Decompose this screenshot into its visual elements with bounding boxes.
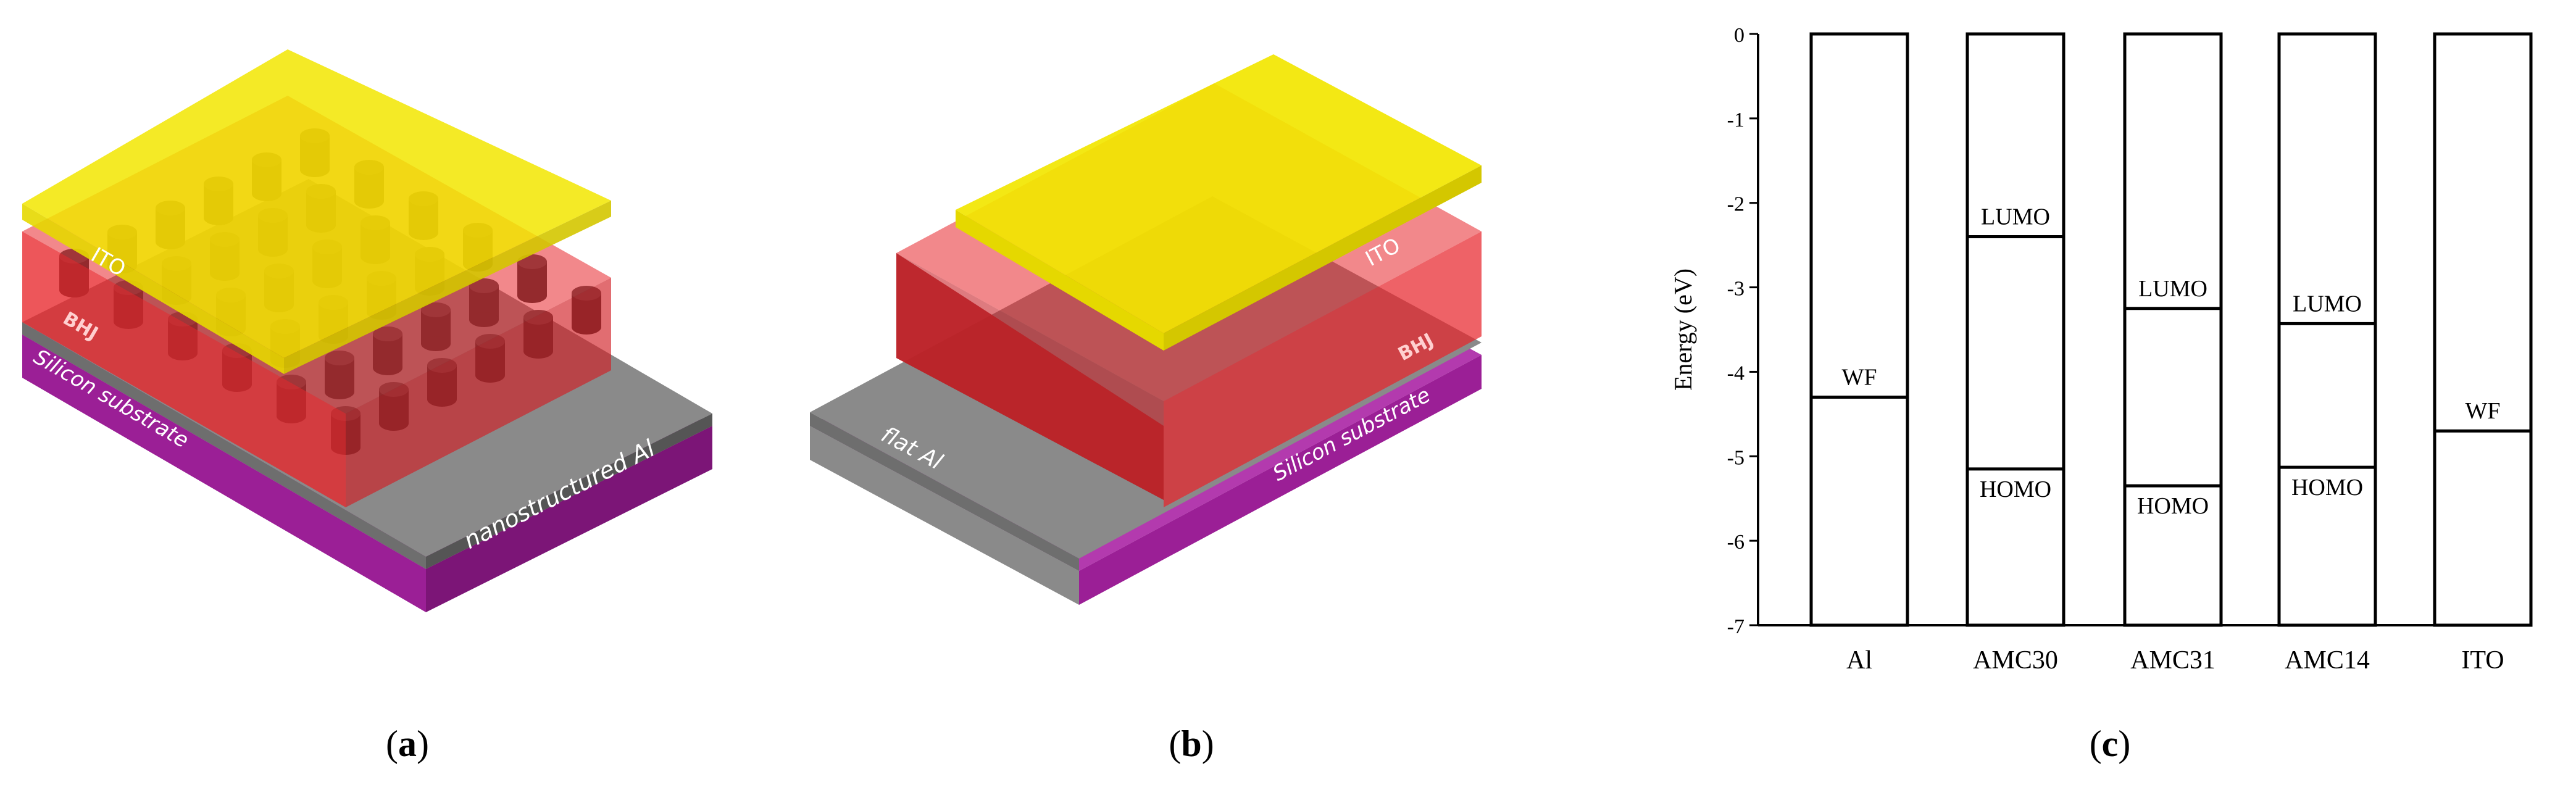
energy-level-label: LUMO bbox=[1981, 204, 2050, 230]
x-tick-label: ITO bbox=[2461, 646, 2504, 675]
substrate-right-b bbox=[1079, 355, 1482, 605]
aluminium-left-a bbox=[22, 322, 426, 569]
panel-a-letter: a bbox=[398, 723, 417, 764]
panel-a-device-nanostructured: ITO BHJ Silicon substrate nanostructured… bbox=[22, 49, 712, 612]
y-tick-label: -7 bbox=[1727, 615, 1744, 638]
energy-level-label: LUMO bbox=[2138, 276, 2207, 302]
x-tick-label: AMC31 bbox=[2130, 646, 2215, 675]
ito-right-b bbox=[1164, 165, 1482, 351]
aluminium-left-b bbox=[810, 412, 1079, 571]
material-column-box bbox=[2123, 32, 2223, 627]
bhj-right-a bbox=[346, 278, 611, 507]
ito-right-a bbox=[284, 201, 611, 374]
bhj-left-b bbox=[896, 253, 1164, 500]
x-tick-label: AMC14 bbox=[2285, 646, 2370, 675]
material-column-box bbox=[1965, 32, 2065, 627]
y-tick-label: -1 bbox=[1727, 109, 1744, 131]
energy-level-chart: 0 -1 -2 -3 -4 -5 -6 -7 Al WF AMC30 LUMO HOMO AMC31 LU… bbox=[1669, 24, 2533, 675]
material-column-box bbox=[2277, 32, 2377, 627]
material-column: ITO WF bbox=[2433, 32, 2533, 675]
y-tick-label: -5 bbox=[1727, 446, 1744, 469]
y-tick-label: -2 bbox=[1727, 193, 1744, 216]
panel-a-caption: (a) bbox=[386, 723, 429, 764]
material-column: AMC30 LUMO HOMO bbox=[1965, 32, 2065, 675]
energy-level-label: WF bbox=[2466, 398, 2501, 424]
energy-level-label: HOMO bbox=[2137, 493, 2209, 519]
x-tick-label: AMC30 bbox=[1973, 646, 2058, 675]
y-tick-label: -4 bbox=[1727, 362, 1744, 385]
ito-top-b bbox=[956, 54, 1482, 333]
panel-c-caption: (c) bbox=[2090, 723, 2131, 764]
energy-level-label: WF bbox=[1842, 364, 1877, 390]
substrate-left-b bbox=[810, 426, 1079, 605]
material-column-box bbox=[1809, 32, 1909, 627]
y-tick-label: -6 bbox=[1727, 531, 1744, 554]
material-column: Al WF bbox=[1809, 32, 1909, 675]
panel-b-caption: (b) bbox=[1169, 723, 1214, 764]
material-column-box bbox=[2433, 32, 2533, 627]
energy-level-label: HOMO bbox=[2291, 475, 2363, 501]
ito-left-a bbox=[22, 204, 284, 374]
bhj-front-a bbox=[22, 231, 346, 507]
y-tick-label: -3 bbox=[1727, 278, 1744, 301]
y-axis-ticks: 0 -1 -2 -3 -4 -5 -6 -7 bbox=[1727, 24, 1758, 638]
panel-b-device-flat: ITO BHJ Silicon substrate flat Al bbox=[810, 54, 1482, 605]
substrate-left-a bbox=[22, 335, 426, 612]
material-column: AMC31 LUMO HOMO bbox=[2123, 32, 2223, 675]
energy-level-label: LUMO bbox=[2293, 291, 2362, 317]
aluminium-right-a bbox=[426, 414, 712, 569]
y-tick-label: 0 bbox=[1734, 24, 1744, 47]
ito-top-a bbox=[22, 49, 611, 358]
energy-level-label: HOMO bbox=[1980, 476, 2051, 502]
x-tick-label: Al bbox=[1846, 646, 1872, 675]
panel-b-letter: b bbox=[1181, 723, 1201, 764]
bhj-right-b bbox=[1164, 231, 1482, 507]
ito-left-b bbox=[956, 210, 1164, 351]
substrate-right-a bbox=[426, 426, 712, 612]
panel-c-letter: c bbox=[2102, 723, 2119, 764]
y-axis-label: Energy (eV) bbox=[1669, 268, 1697, 391]
material-columns: Al WF AMC30 LUMO HOMO AMC31 LUMO HOMO AMC14 LUMO H… bbox=[1809, 32, 2533, 675]
material-column: AMC14 LUMO HOMO bbox=[2277, 32, 2377, 675]
